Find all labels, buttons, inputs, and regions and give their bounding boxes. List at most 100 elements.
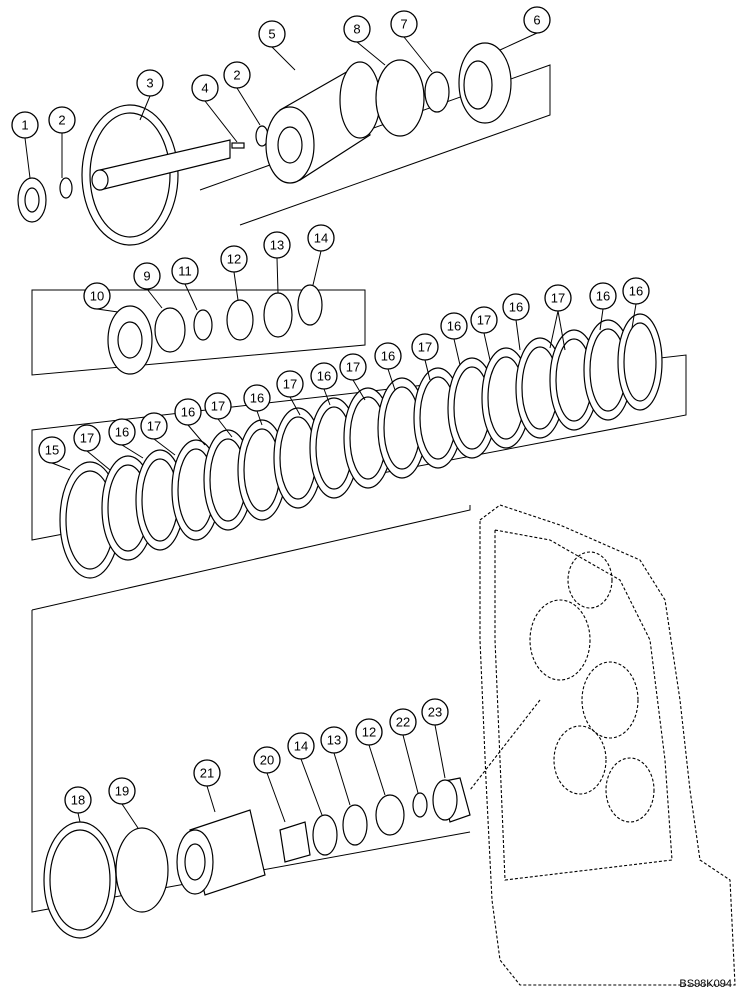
snap-ring-22	[412, 792, 428, 818]
callout-label: 16	[381, 349, 395, 364]
callout-8: 8	[343, 15, 386, 66]
callout-17: 17	[411, 333, 439, 381]
callout-15: 15	[38, 436, 71, 471]
clutch-pack	[59, 313, 663, 579]
callout-2: 2	[48, 106, 76, 178]
callout-16: 16	[502, 293, 530, 351]
callout-2: 2	[223, 61, 261, 126]
callout-14: 14	[287, 732, 323, 816]
callout-12: 12	[355, 718, 386, 796]
callout-17: 17	[544, 284, 572, 351]
callout-label: 16	[250, 391, 264, 406]
group-frame-second	[31, 289, 366, 376]
callout-16: 16	[243, 384, 271, 426]
callout-label: 19	[115, 784, 129, 799]
washer-14a	[297, 284, 323, 326]
callout-label: 2	[233, 68, 240, 83]
callout-13: 13	[320, 726, 351, 806]
callout-label: 6	[533, 13, 540, 28]
callout-16: 16	[174, 398, 206, 446]
callout-16: 16	[440, 312, 468, 366]
snap-ring-11	[193, 309, 213, 341]
callout-23: 23	[421, 698, 449, 779]
seal-ring-7	[424, 71, 450, 113]
callout-17: 17	[73, 424, 111, 471]
callout-22: 22	[389, 708, 419, 794]
plate-18	[43, 821, 117, 939]
callout-16: 16	[310, 362, 338, 406]
friction-plate	[237, 419, 287, 521]
callout-17: 17	[470, 306, 498, 361]
callout-label: 11	[178, 264, 192, 279]
group-frame-top	[199, 64, 551, 226]
callout-21: 21	[193, 759, 221, 813]
callout-label: 12	[227, 252, 241, 267]
callout-label: 5	[268, 27, 275, 42]
friction-plate	[377, 377, 427, 479]
callout-label: 9	[143, 269, 150, 284]
callout-7: 7	[390, 10, 433, 73]
callout-label: 2	[58, 113, 65, 128]
callout-label: 14	[294, 739, 308, 754]
callout-10: 10	[83, 282, 119, 313]
callout-16: 16	[108, 418, 144, 459]
bearing-23	[432, 777, 471, 823]
callout-16: 16	[374, 342, 402, 391]
callout-label: 17	[477, 313, 491, 328]
callout-label: 17	[418, 340, 432, 355]
callout-label: 17	[346, 360, 360, 375]
callout-label: 17	[283, 377, 297, 392]
callout-label: 16	[447, 319, 461, 334]
callout-label: 12	[362, 725, 376, 740]
callout-label: 16	[115, 425, 129, 440]
callout-20: 20	[253, 746, 286, 823]
callout-3: 3	[136, 69, 164, 121]
drawing-code: BS98K094	[679, 978, 732, 990]
callout-label: 8	[353, 22, 360, 37]
callout-label: 22	[396, 715, 410, 730]
steel-plate	[135, 449, 185, 551]
callout-16: 16	[622, 277, 650, 329]
callout-label: 17	[551, 291, 565, 306]
callout-label: 15	[45, 443, 59, 458]
callout-label: 14	[314, 231, 328, 246]
steel-plate	[273, 407, 323, 509]
washer-12b	[375, 794, 405, 836]
callout-label: 17	[80, 431, 94, 446]
piston-6	[458, 42, 512, 124]
callout-label: 16	[509, 300, 523, 315]
callout-label: 17	[147, 419, 161, 434]
callout-label: 16	[629, 284, 643, 299]
callout-19: 19	[108, 777, 139, 829]
callout-13: 13	[263, 231, 291, 294]
callout-label: 18	[71, 793, 85, 808]
callout-17: 17	[339, 353, 367, 401]
bearing-1	[17, 177, 47, 223]
callout-label: 20	[260, 753, 274, 768]
callout-16: 16	[589, 282, 617, 331]
seal-ring-8	[375, 59, 425, 137]
friction-plate	[617, 313, 663, 411]
gear-21	[176, 809, 266, 896]
callout-1: 1	[11, 111, 39, 179]
gear-shaft-3	[81, 104, 231, 246]
callout-label: 16	[317, 369, 331, 384]
bearing-13a	[263, 292, 293, 338]
callout-6: 6	[499, 6, 551, 51]
pin-4	[231, 142, 245, 149]
transmission-housing	[469, 504, 736, 986]
callout-label: 17	[211, 399, 225, 414]
callout-14: 14	[307, 224, 335, 286]
callout-5: 5	[258, 20, 296, 71]
callout-label: 13	[270, 238, 284, 253]
callout-label: 13	[327, 733, 341, 748]
washer-14b	[312, 814, 338, 856]
snap-ring-19	[115, 827, 169, 913]
callout-label: 16	[596, 289, 610, 304]
callout-label: 3	[146, 76, 153, 91]
callout-11: 11	[171, 257, 199, 311]
callout-17: 17	[140, 412, 176, 456]
callout-label: 21	[200, 766, 214, 781]
